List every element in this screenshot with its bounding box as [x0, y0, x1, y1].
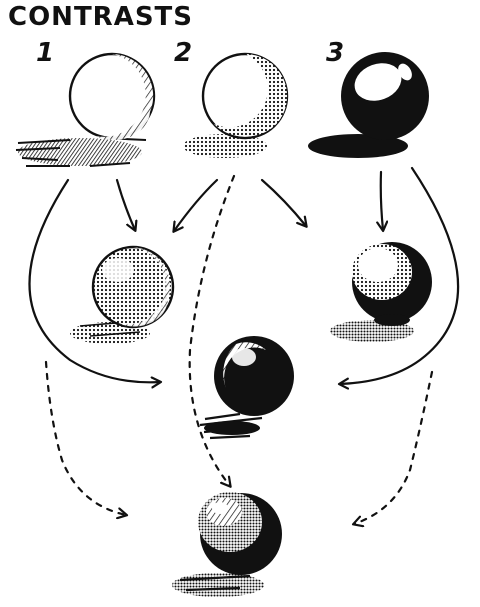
label-2: 2	[174, 38, 193, 68]
sphere-1-hatched	[15, 52, 156, 167]
sphere-3-solid	[308, 52, 429, 158]
sphere-1-2-3-mix	[172, 492, 282, 597]
sphere-1-hatching	[96, 54, 154, 141]
arrow-2-to-all	[188, 174, 236, 486]
sphere-3-shadow	[308, 134, 408, 158]
arrow-3-to-1-3	[340, 166, 460, 384]
label-3: 3	[326, 38, 345, 68]
sphere-1-2-3-shadow	[172, 573, 264, 597]
arrow-3-to-2-3	[381, 170, 383, 230]
sphere-2-3-mix	[330, 242, 432, 342]
arrow-1-2-to-all	[44, 360, 126, 515]
sphere-3-highlight	[354, 63, 402, 101]
sphere-1-3-ball	[214, 336, 294, 416]
sphere-2-dotted	[183, 52, 289, 158]
sphere-1-shadow	[15, 137, 147, 167]
page-title: CONTRASTS	[8, 2, 194, 32]
arrow-2-to-1-2	[174, 178, 219, 231]
arrow-1-to-1-2	[115, 178, 135, 230]
arrows	[28, 166, 460, 524]
sphere-1-2-mix	[70, 245, 175, 344]
arrow-2-3-to-all	[354, 370, 434, 524]
sphere-2-shadow	[183, 134, 267, 158]
sphere-1-3-mix	[199, 336, 294, 440]
sphere-2-tone	[214, 53, 288, 137]
arrow-2-to-2-3	[260, 178, 306, 226]
label-1: 1	[36, 38, 55, 68]
arrow-1-to-1-3	[28, 178, 160, 382]
